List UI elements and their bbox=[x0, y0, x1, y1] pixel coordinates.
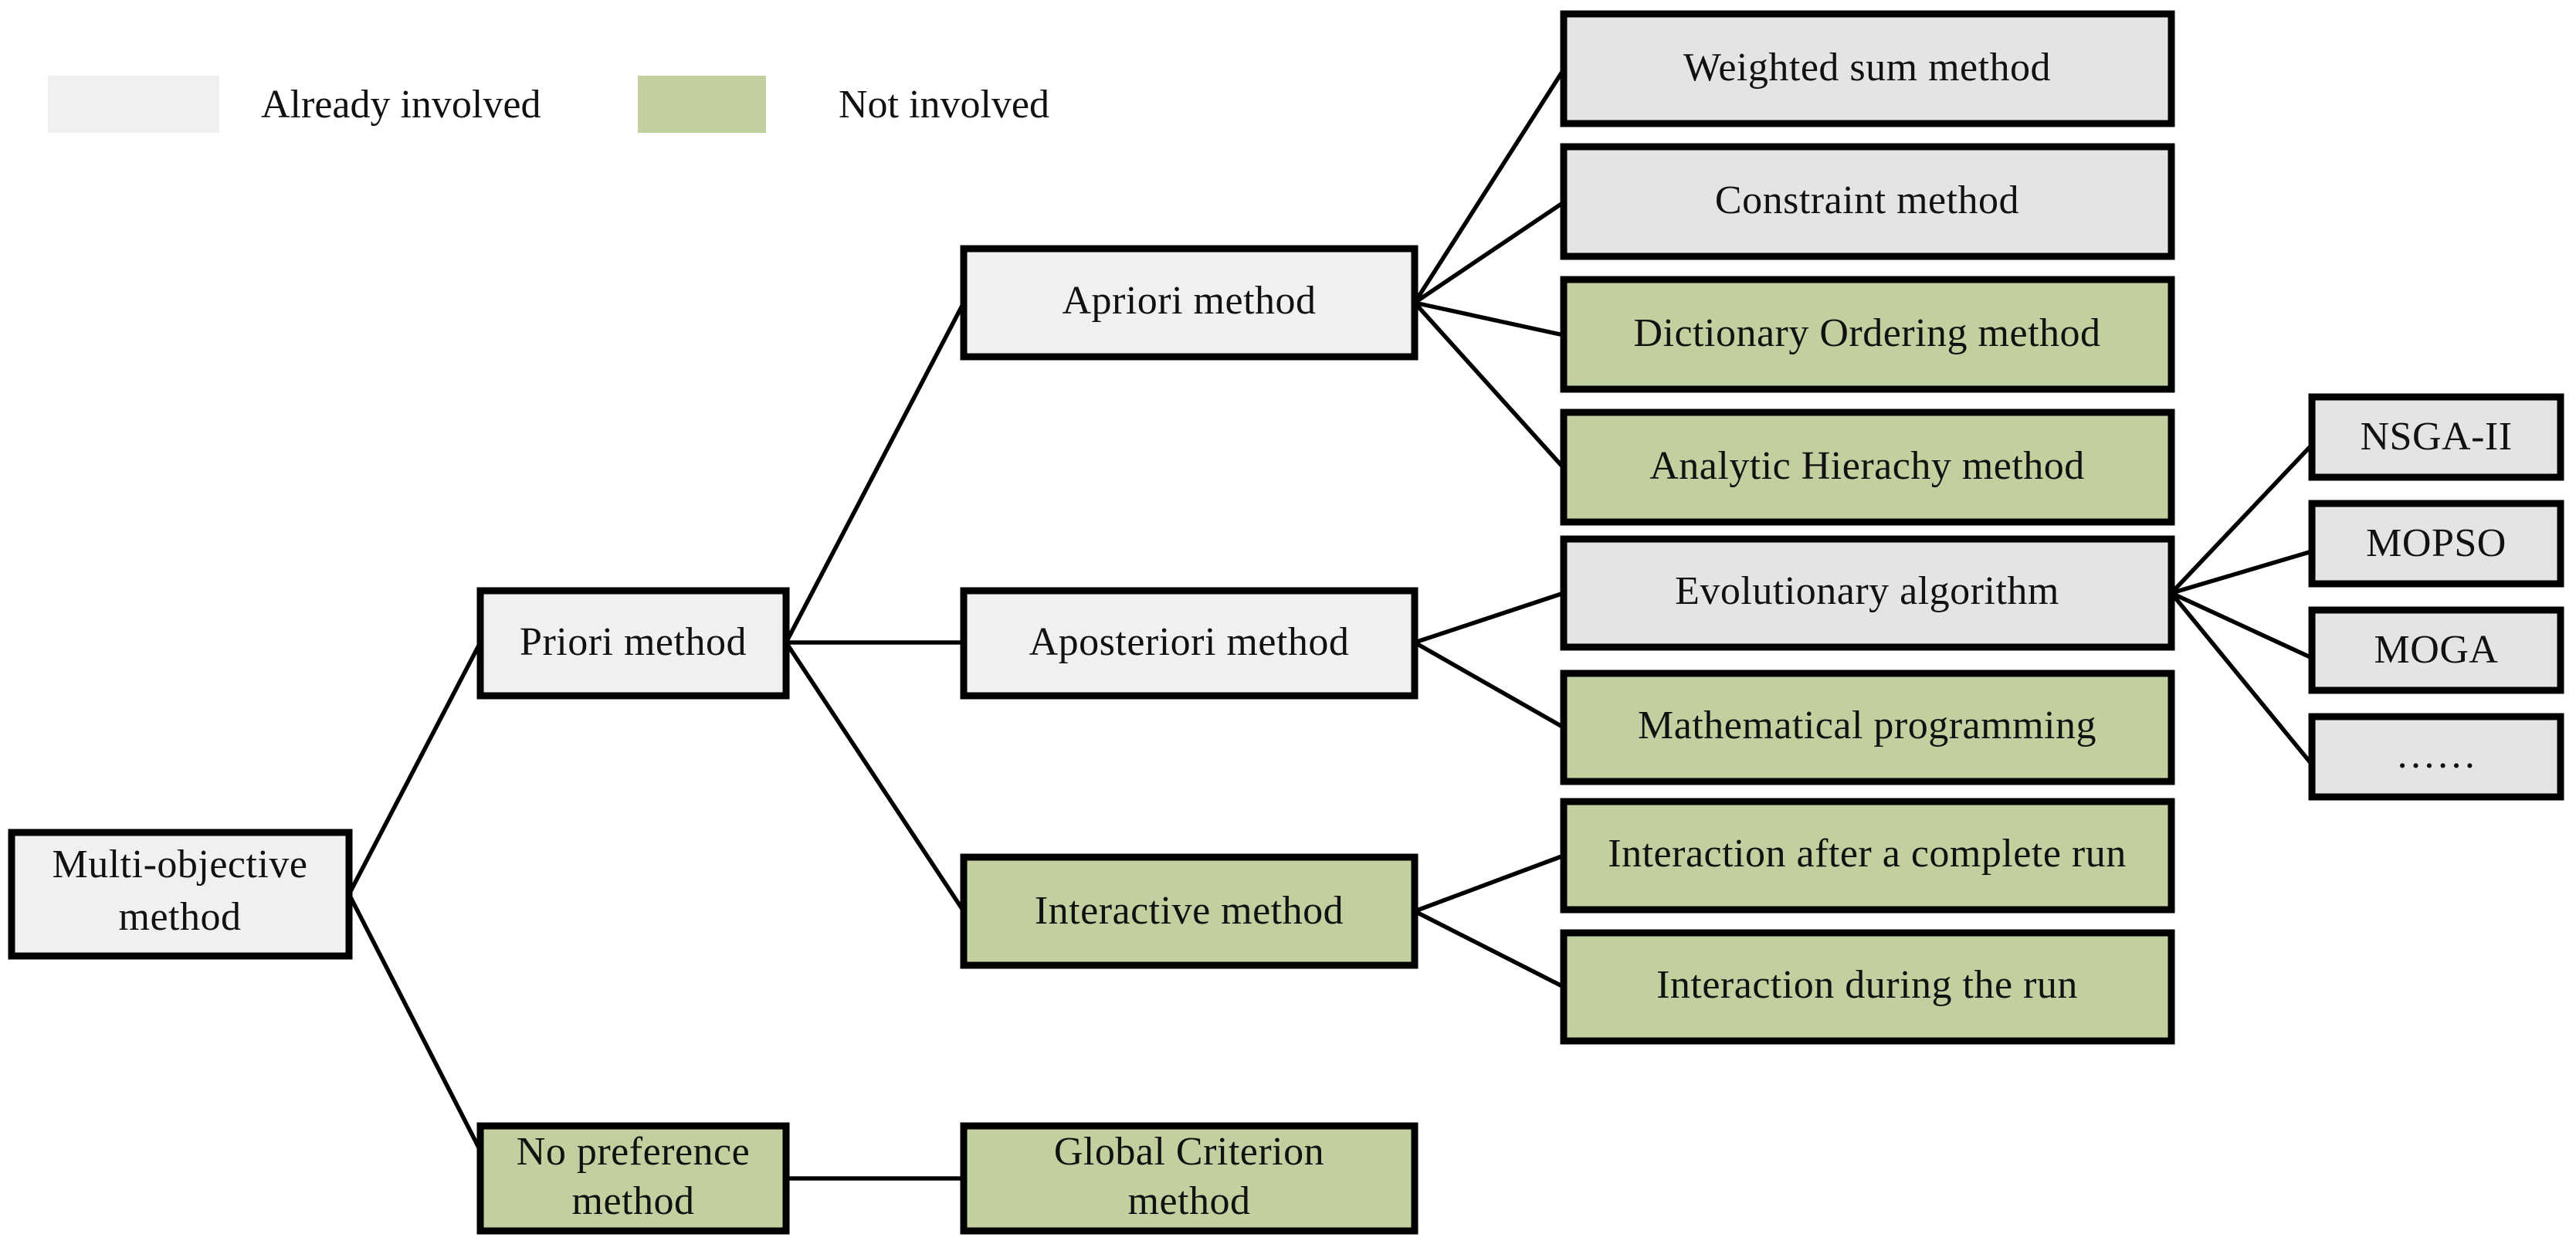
node-box[interactable] bbox=[1560, 276, 2175, 393]
node-box[interactable] bbox=[1560, 535, 2175, 651]
node-label: Analytic Hierachy method bbox=[1649, 444, 2085, 488]
node-label: Evolutionary algorithm bbox=[1675, 569, 2059, 613]
node-label: Priori method bbox=[520, 620, 747, 664]
node-box[interactable] bbox=[1560, 409, 2175, 526]
edge-layer bbox=[347, 68, 2314, 1181]
node-label: MOPSO bbox=[2366, 521, 2507, 565]
node-box[interactable] bbox=[1560, 670, 2175, 785]
legend-label-already-involved: Already involved bbox=[261, 83, 541, 127]
node-apriori-method[interactable]: Apriori method bbox=[960, 245, 1418, 361]
legend-swatch-already-involved bbox=[48, 76, 219, 133]
node-analytic-hierachy-method[interactable]: Analytic Hierachy method bbox=[1560, 409, 2175, 526]
node-label: Weighted sum method bbox=[1683, 46, 2051, 90]
node-box[interactable] bbox=[2308, 393, 2564, 481]
node-aposteriori-method[interactable]: Aposteriori method bbox=[960, 587, 1418, 700]
node-box[interactable] bbox=[1560, 929, 2175, 1045]
edge-apriori-to-constraint bbox=[1413, 200, 1565, 305]
edge-interactive-to-interaction-during bbox=[1413, 909, 1565, 989]
edge-apriori-to-dictionary-ordering bbox=[1414, 300, 1564, 337]
edge-root-to-no-preference bbox=[347, 893, 483, 1152]
edge-aposteriori-to-mathematical-programming bbox=[1413, 640, 1565, 730]
legend-label-not-involved: Not involved bbox=[839, 83, 1049, 127]
node-box[interactable] bbox=[960, 587, 1418, 700]
node-global-criterion-method[interactable]: Global Criterion method bbox=[960, 1122, 1418, 1235]
node-label: Interaction during the run bbox=[1656, 963, 2078, 1007]
node-box[interactable] bbox=[960, 245, 1418, 361]
node-box[interactable] bbox=[476, 587, 790, 700]
edge-evolutionary-to-etc bbox=[2169, 592, 2314, 766]
edge-evolutionary-to-nsga2 bbox=[2170, 443, 2313, 595]
edge-priori-to-interactive bbox=[784, 641, 966, 913]
legend-swatch-not-involved bbox=[638, 76, 766, 133]
node-interaction-after-complete-run[interactable]: Interaction after a complete run bbox=[1560, 798, 2175, 914]
node-label: Dictionary Ordering method bbox=[1633, 311, 2100, 355]
node-box[interactable] bbox=[960, 853, 1418, 969]
node-box[interactable] bbox=[1560, 798, 2175, 914]
edge-priori-to-apriori bbox=[784, 301, 966, 644]
node-box[interactable] bbox=[8, 829, 353, 960]
node-label-line2: method bbox=[1128, 1179, 1251, 1223]
legend: Already involved Not involved bbox=[48, 76, 1049, 133]
node-interactive-method[interactable]: Interactive method bbox=[960, 853, 1418, 969]
node-label-line2: method bbox=[572, 1179, 695, 1223]
node-label-line1: No preference bbox=[517, 1130, 750, 1174]
node-label-line2: method bbox=[119, 895, 242, 939]
node-label: Aposteriori method bbox=[1029, 620, 1350, 664]
node-weighted-sum-method[interactable]: Weighted sum method bbox=[1560, 10, 2175, 127]
edge-apriori-to-analytic-hierachy bbox=[1412, 301, 1566, 470]
node-label-line1: Multi-objective bbox=[53, 842, 308, 887]
edge-evolutionary-to-mopso bbox=[2171, 549, 2313, 595]
node-box[interactable] bbox=[1560, 10, 2175, 127]
node-multi-objective-method[interactable]: Multi-objective method bbox=[8, 829, 353, 960]
node-moga[interactable]: MOGA bbox=[2308, 606, 2564, 694]
node-label: Apriori method bbox=[1062, 279, 1316, 323]
node-label: MOGA bbox=[2374, 628, 2499, 672]
node-mathematical-programming[interactable]: Mathematical programming bbox=[1560, 670, 2175, 785]
node-box[interactable] bbox=[476, 1122, 790, 1235]
edge-root-to-priori bbox=[347, 641, 483, 896]
node-box[interactable] bbox=[1560, 143, 2175, 260]
node-mopso[interactable]: MOPSO bbox=[2308, 500, 2564, 588]
node-priori-method[interactable]: Priori method bbox=[476, 587, 790, 700]
node-label: NSGA-II bbox=[2360, 415, 2512, 459]
edge-evolutionary-to-moga bbox=[2170, 591, 2313, 660]
node-label: …… bbox=[2396, 733, 2477, 777]
node-no-preference-method[interactable]: No preference method bbox=[476, 1122, 790, 1235]
node-ellipsis[interactable]: …… bbox=[2308, 713, 2564, 801]
node-nsga-ii[interactable]: NSGA-II bbox=[2308, 393, 2564, 481]
node-label: Constraint method bbox=[1715, 178, 2019, 222]
node-box[interactable] bbox=[960, 1122, 1418, 1235]
node-label: Interactive method bbox=[1035, 889, 1344, 933]
edge-aposteriori-to-evolutionary bbox=[1414, 591, 1564, 645]
edge-interactive-to-interaction-after bbox=[1414, 853, 1564, 914]
node-box[interactable] bbox=[2308, 606, 2564, 694]
node-evolutionary-algorithm[interactable]: Evolutionary algorithm bbox=[1560, 535, 2175, 651]
node-label: Interaction after a complete run bbox=[1608, 832, 2126, 876]
node-label: Mathematical programming bbox=[1638, 703, 2096, 748]
node-constraint-method[interactable]: Constraint method bbox=[1560, 143, 2175, 260]
node-box[interactable] bbox=[2308, 713, 2564, 801]
node-interaction-during-run[interactable]: Interaction during the run bbox=[1560, 929, 2175, 1045]
node-box[interactable] bbox=[2308, 500, 2564, 588]
node-label-line1: Global Criterion bbox=[1054, 1130, 1324, 1174]
node-dictionary-ordering-method[interactable]: Dictionary Ordering method bbox=[1560, 276, 2175, 393]
edge-apriori-to-weighted-sum bbox=[1412, 68, 1566, 304]
